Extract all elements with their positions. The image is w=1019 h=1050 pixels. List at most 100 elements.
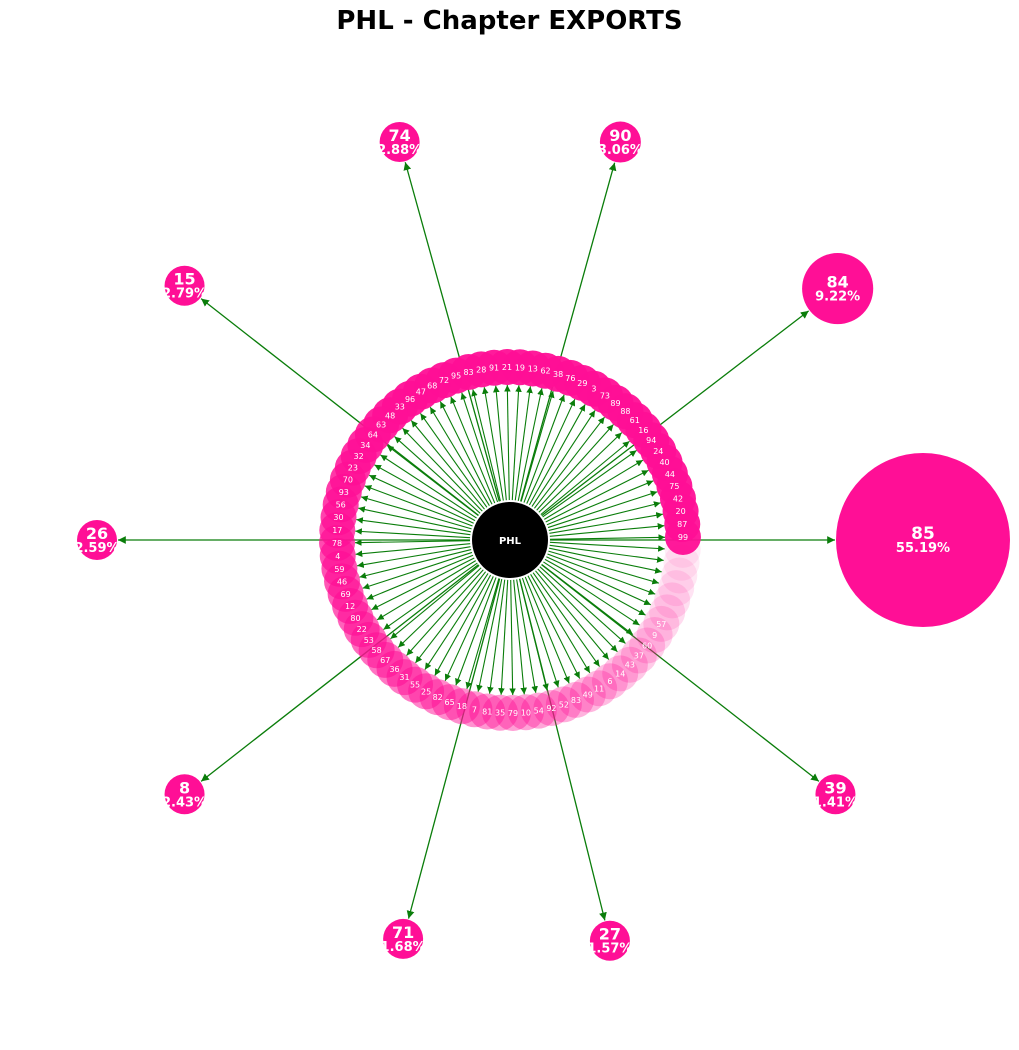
ring-node-blank-83 bbox=[664, 531, 701, 568]
edge-to-partner-74 bbox=[403, 162, 500, 502]
edge-to-ring-46 bbox=[359, 549, 472, 579]
ring-label-13: 13 bbox=[528, 365, 538, 374]
partner-node-74: 742.88% bbox=[377, 122, 422, 163]
edge-to-ring-60 bbox=[541, 563, 634, 635]
edge-to-partner-71 bbox=[406, 578, 501, 919]
edge-to-ring-95 bbox=[460, 392, 499, 503]
ring-label-28: 28 bbox=[476, 365, 486, 374]
ring-label-4: 4 bbox=[335, 552, 340, 561]
ring-label-78: 78 bbox=[332, 539, 342, 548]
ring-node-7 bbox=[456, 691, 493, 728]
edge-to-ring-79 bbox=[509, 579, 516, 695]
ring-label-9: 9 bbox=[652, 631, 657, 640]
chart-title: PHL - Chapter EXPORTS bbox=[336, 6, 683, 36]
ring-label-52: 52 bbox=[559, 700, 569, 709]
edge-to-ring-14 bbox=[535, 570, 610, 660]
ring-label-72: 72 bbox=[439, 376, 449, 385]
edge-to-ring-88 bbox=[536, 424, 614, 511]
hub-label: PHL bbox=[499, 536, 522, 547]
ring-label-62: 62 bbox=[540, 367, 550, 376]
edge-to-ring-94 bbox=[542, 450, 637, 518]
edge-to-ring-4 bbox=[355, 543, 471, 557]
ring-node-82 bbox=[419, 679, 456, 716]
ring-label-64: 64 bbox=[368, 431, 378, 440]
partner-share-74: 2.88% bbox=[377, 143, 422, 158]
partner-code-84: 84 bbox=[827, 273, 849, 292]
edge-to-partner-84 bbox=[541, 310, 810, 517]
ring-node-blank-80 bbox=[658, 570, 695, 607]
ring-node-81 bbox=[469, 693, 506, 730]
edge-to-ring-61 bbox=[538, 432, 623, 513]
ring-label-24: 24 bbox=[653, 447, 663, 456]
ring-label-93: 93 bbox=[339, 488, 349, 497]
edge-to-ring-87 bbox=[549, 523, 665, 537]
edge-to-ring-35 bbox=[498, 579, 509, 695]
edge-to-ring-92 bbox=[519, 578, 549, 691]
ring-label-40: 40 bbox=[659, 458, 669, 467]
ring-node-54 bbox=[520, 692, 557, 729]
edge-to-partner-39 bbox=[541, 564, 820, 782]
ring-label-99: 99 bbox=[678, 533, 688, 542]
ring-label-19: 19 bbox=[515, 363, 525, 372]
ring-label-30: 30 bbox=[333, 513, 343, 522]
ring-label-60: 60 bbox=[642, 641, 652, 650]
ring-label-16: 16 bbox=[638, 426, 648, 435]
ring-label-55: 55 bbox=[410, 681, 420, 690]
partner-share-27: 1.57% bbox=[587, 942, 632, 957]
partner-share-39: 1.41% bbox=[813, 795, 858, 810]
edge-to-partner-15 bbox=[200, 298, 479, 516]
ring-label-89: 89 bbox=[610, 399, 620, 408]
partner-share-71: 1.68% bbox=[381, 940, 426, 955]
edge-to-ring-34 bbox=[380, 454, 477, 519]
edge-to-ring-80 bbox=[371, 557, 475, 611]
ring-node-blank-79 bbox=[654, 582, 691, 619]
partner-node-39: 391.41% bbox=[813, 774, 858, 815]
edge-to-ring-56 bbox=[358, 506, 471, 533]
edge-to-ring-19 bbox=[511, 385, 522, 501]
ring-node-37 bbox=[620, 637, 657, 674]
ring-node-65 bbox=[431, 684, 468, 721]
partner-code-8: 8 bbox=[179, 778, 190, 797]
ring-label-36: 36 bbox=[389, 665, 399, 674]
edge-to-ring-16 bbox=[540, 440, 630, 515]
hub-circle bbox=[472, 502, 548, 578]
edge-to-ring-9 bbox=[543, 561, 640, 626]
ring-label-33: 33 bbox=[395, 403, 405, 412]
edge-to-ring-blank-80 bbox=[548, 550, 660, 585]
ring-label-34: 34 bbox=[360, 441, 370, 450]
edge-to-ring-82 bbox=[444, 576, 494, 682]
edge-to-ring-62 bbox=[517, 388, 544, 501]
ring-label-67: 67 bbox=[380, 656, 390, 665]
edge-to-ring-72 bbox=[450, 396, 496, 504]
ring-label-3: 3 bbox=[591, 385, 596, 394]
edge-to-ring-70 bbox=[364, 485, 473, 527]
edge-to-ring-89 bbox=[533, 416, 605, 509]
ring-labels: 9987204275444024941661888973329763862131… bbox=[332, 363, 688, 718]
edge-to-ring-96 bbox=[420, 413, 488, 508]
partner-node-84: 849.22% bbox=[802, 253, 874, 325]
ring-label-47: 47 bbox=[416, 388, 426, 397]
partner-code-90: 90 bbox=[609, 126, 631, 145]
partner-circle-27 bbox=[589, 920, 630, 961]
edge-to-ring-29 bbox=[526, 398, 576, 504]
ring-label-6: 6 bbox=[607, 677, 612, 686]
edge-to-ring-blank-81 bbox=[549, 547, 662, 574]
partner-code-85: 85 bbox=[911, 524, 935, 544]
edge-to-ring-83 bbox=[524, 576, 570, 684]
edge-to-ring-76 bbox=[523, 394, 565, 503]
ring-label-95: 95 bbox=[451, 372, 461, 381]
edge-to-partner-8 bbox=[200, 564, 479, 782]
edge-to-ring-73 bbox=[531, 410, 596, 507]
edge-to-ring-55 bbox=[424, 573, 489, 670]
ring-label-49: 49 bbox=[583, 691, 593, 700]
partner-circle-39 bbox=[815, 774, 856, 815]
ring-label-23: 23 bbox=[348, 464, 358, 473]
partner-share-15: 2.79% bbox=[162, 287, 207, 302]
ring-node-blank-81 bbox=[661, 557, 698, 594]
ring-label-44: 44 bbox=[665, 470, 675, 479]
partner-code-71: 71 bbox=[392, 923, 414, 942]
ring-label-12: 12 bbox=[345, 602, 355, 611]
ring-label-91: 91 bbox=[489, 364, 499, 373]
ring-node-blank-82 bbox=[663, 544, 700, 581]
